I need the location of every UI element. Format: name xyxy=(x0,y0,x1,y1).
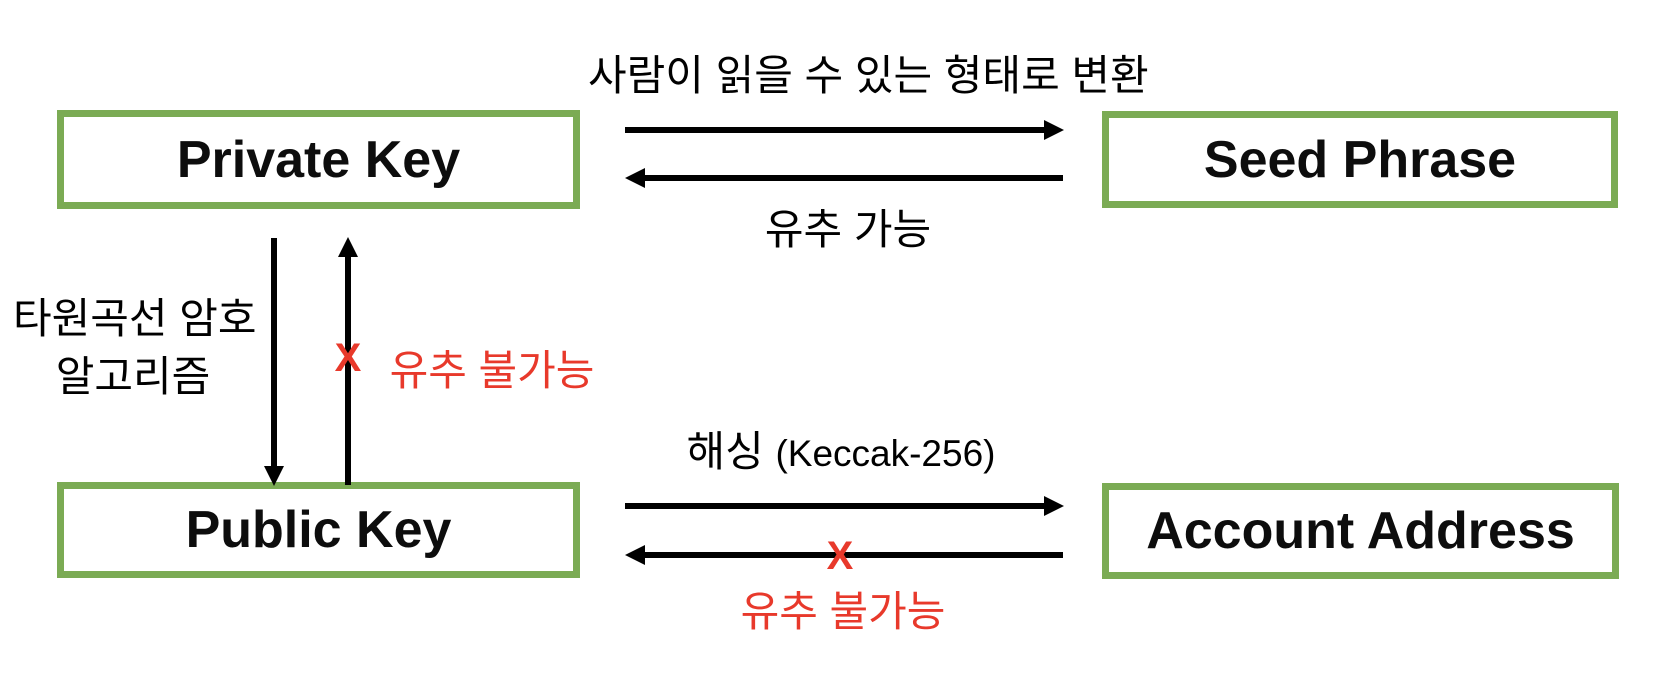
private-key-label: Private Key xyxy=(176,130,461,189)
blocked-x-icon-left: X xyxy=(334,336,362,380)
inference-impossible-label-bottom: 유추 불가능 xyxy=(740,588,946,635)
arrow-public-to-private-blocked xyxy=(345,257,351,485)
elliptic-curve-label-line1: 타원곡선 암호 xyxy=(13,295,257,342)
arrow-seed-to-private xyxy=(645,175,1063,181)
human-readable-conversion-label: 사람이 읽을 수 있는 형태로 변환 xyxy=(588,52,1149,99)
seed-phrase-box: Seed Phrase xyxy=(1102,111,1618,208)
hashing-keccak-label: 해싱 (Keccak-256) xyxy=(591,428,1091,476)
inference-impossible-label-left: 유추 불가능 xyxy=(389,347,595,394)
inference-possible-label: 유추 가능 xyxy=(764,206,932,253)
elliptic-curve-label-line2: 알고리즘 xyxy=(55,353,211,400)
arrow-address-to-public-blocked xyxy=(645,552,1063,558)
elliptic-curve-label: 타원곡선 암호 알고리즘 xyxy=(13,290,257,406)
public-key-label: Public Key xyxy=(185,501,452,559)
seed-phrase-label: Seed Phrase xyxy=(1203,130,1517,189)
account-address-box: Account Address xyxy=(1102,483,1619,579)
blocked-x-icon-bottom: X xyxy=(826,534,854,578)
hashing-label-keccak: (Keccak-256) xyxy=(775,433,996,474)
arrow-public-to-address xyxy=(625,503,1044,509)
arrow-private-to-seed xyxy=(625,127,1044,133)
arrow-private-to-public xyxy=(271,238,277,466)
hashing-label-korean: 해싱 xyxy=(686,428,764,475)
account-address-label: Account Address xyxy=(1146,502,1575,560)
public-key-box: Public Key xyxy=(57,482,580,578)
private-key-box: Private Key xyxy=(57,110,580,209)
